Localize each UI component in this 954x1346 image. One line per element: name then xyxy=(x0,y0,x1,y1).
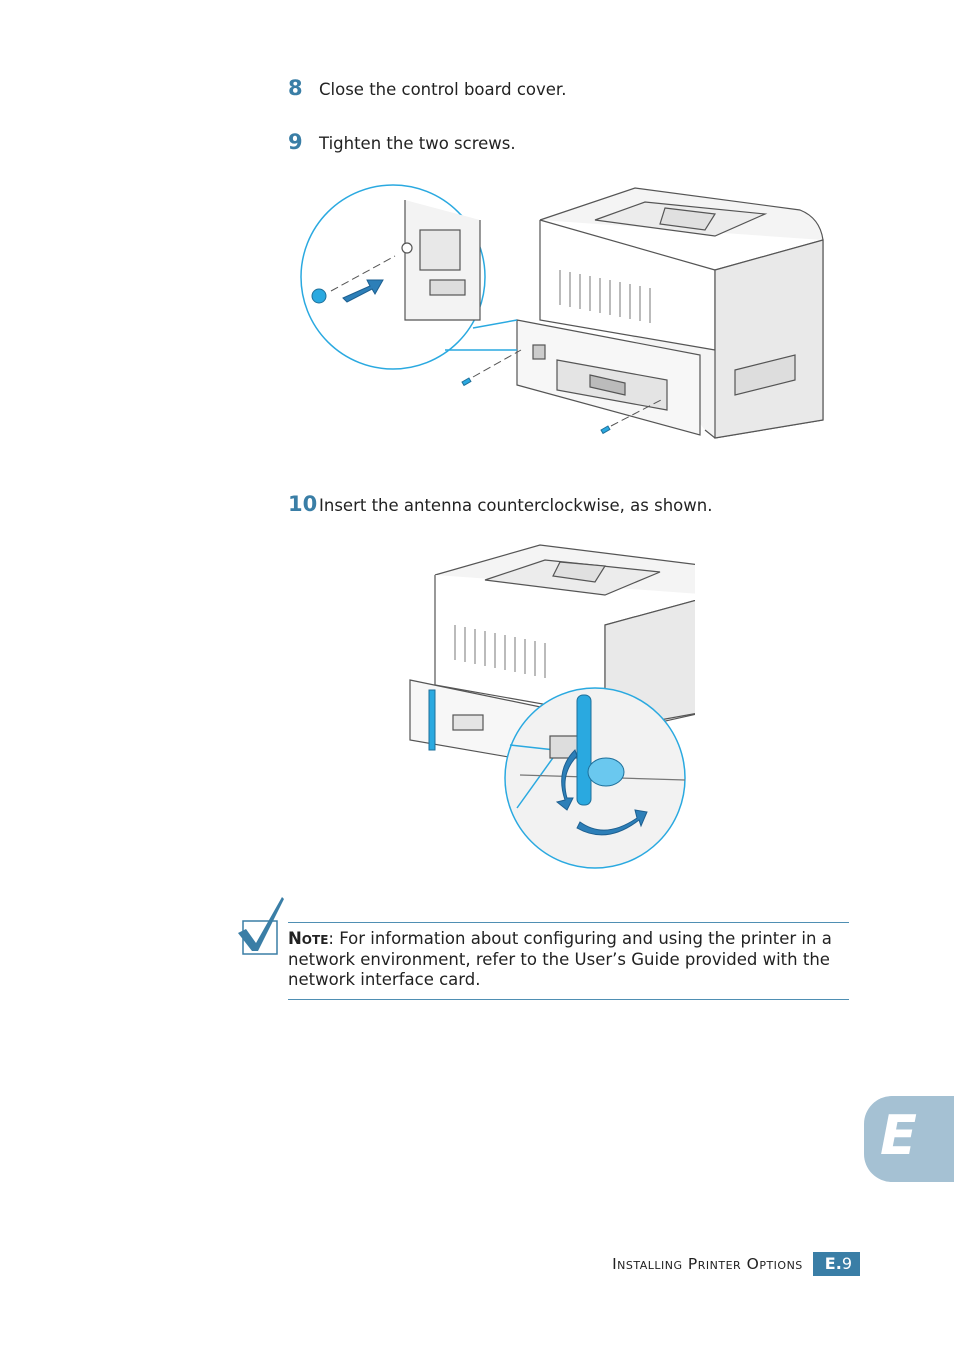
note-box: Note: For information about configuring … xyxy=(288,922,849,1000)
chapter-letter: E xyxy=(880,1104,917,1167)
page-footer: Installing Printer Options E.9 xyxy=(612,1252,860,1276)
page-number-badge: E.9 xyxy=(812,1252,860,1276)
step-text: Tighten the two screws. xyxy=(319,134,516,153)
step-number: 9 xyxy=(288,130,303,154)
checkmark-note-icon xyxy=(238,897,284,955)
chapter-tab: E xyxy=(864,1096,954,1182)
step-number: 8 xyxy=(288,76,303,100)
antenna-illustration xyxy=(409,544,695,869)
step-number: 10 xyxy=(288,492,318,516)
step-text: Close the control board cover. xyxy=(319,80,567,99)
step-9: 9 Tighten the two screws. xyxy=(288,130,516,154)
note-text: : For information about configuring and … xyxy=(288,929,832,989)
section-title: Installing Printer Options xyxy=(612,1255,803,1273)
step-10: 10 Insert the antenna counterclockwise, … xyxy=(288,492,712,516)
step-text: Insert the antenna counterclockwise, as … xyxy=(319,496,713,515)
note-label: Note xyxy=(288,929,329,948)
step-8: 8 Close the control board cover. xyxy=(288,76,566,100)
page-number: 9 xyxy=(841,1254,852,1273)
page-prefix: E. xyxy=(824,1254,842,1273)
printer-screws-illustration xyxy=(300,184,824,439)
